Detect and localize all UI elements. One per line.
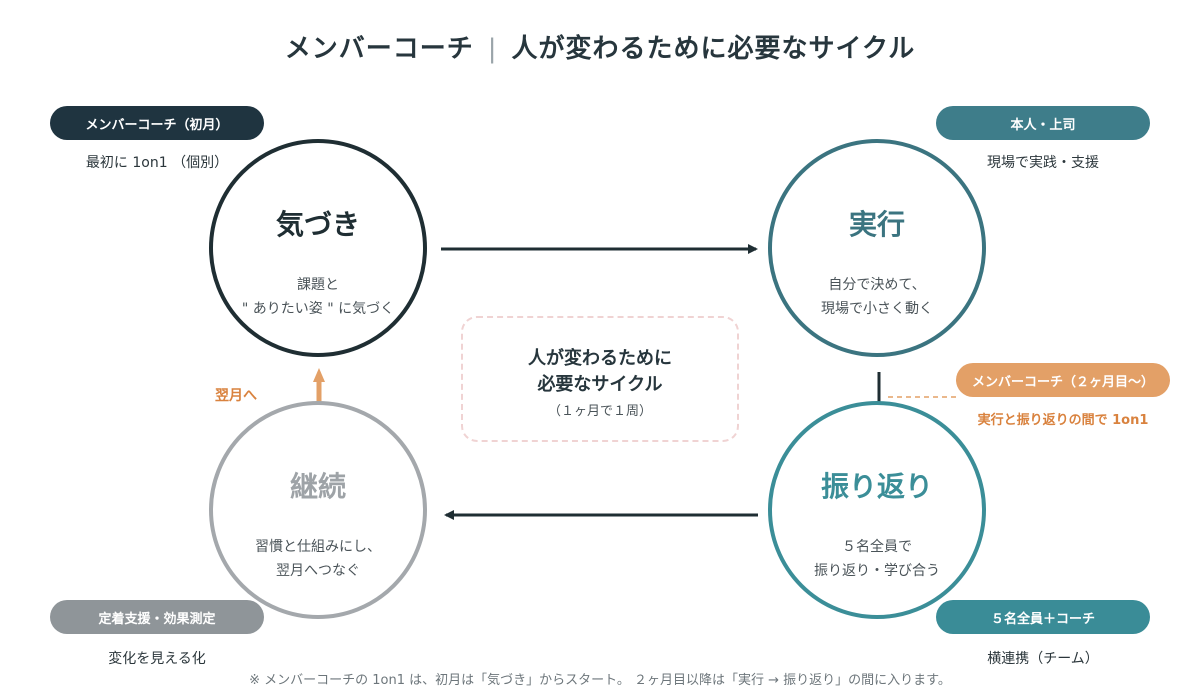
circle-kizuki: 気づき 課題と " ありたい姿 " に気づく [209,139,427,357]
pill-all-five-plus-coach: ５名全員＋コーチ [936,600,1150,634]
center-line3: （１ヶ月で１周） [547,404,652,419]
pill-member-coach-second-month: メンバーコーチ（２ヶ月目〜） [956,363,1170,397]
circle-kizuki-desc: 課題と " ありたい姿 " に気づく [213,273,423,321]
pill-member-coach-first-month: メンバーコーチ（初月） [50,106,264,140]
footnote: ※ メンバーコーチの 1on1 は、初月は「気づき」からスタート。 ２ヶ月目以降… [249,673,951,688]
circle-kizuki-line2: " ありたい姿 " に気づく [241,301,395,317]
center-line1: 人が変わるために [528,348,672,369]
circle-jikko: 実行 自分で決めて、 現場で小さく動く [768,139,986,357]
title-left: メンバーコーチ [284,34,474,64]
circle-jikko-line2: 現場で小さく動く [821,301,933,317]
note-visualize-change: 変化を見える化 [108,651,206,667]
pill-retention-support: 定着支援・効果測定 [50,600,264,634]
circle-furikaeri-line1: ５名全員で [842,539,912,555]
circle-jikko-title: 実行 [848,208,905,241]
page-title: メンバーコーチ | 人が変わるために必要なサイクル [0,28,1200,65]
title-right: 人が変わるために必要なサイクル [511,34,916,64]
circle-furikaeri-desc: ５名全員で 振り返り・学び合う [772,535,982,583]
note-1on1-between: 実行と振り返りの間で 1on1 [977,413,1149,428]
circle-keizoku-title: 継続 [289,470,346,503]
circle-jikko-desc: 自分で決めて、 現場で小さく動く [772,273,982,321]
pill-self-boss: 本人・上司 [936,106,1150,140]
circle-jikko-line1: 自分で決めて、 [828,277,926,293]
circle-furikaeri: 振り返り ５名全員で 振り返り・学び合う [768,401,986,619]
circle-keizoku: 継続 習慣と仕組みにし、 翌月へつなぐ [209,401,427,619]
center-line2: 必要なサイクル [537,374,663,395]
note-first-1on1: 最初に 1on1 （個別） [85,155,229,171]
next-month-label: 翌月へ [215,388,257,404]
circle-kizuki-title: 気づき [275,208,360,241]
circle-keizoku-desc: 習慣と仕組みにし、 翌月へつなぐ [213,535,423,583]
circle-keizoku-line2: 翌月へつなぐ [276,563,360,579]
circle-keizoku-line1: 習慣と仕組みにし、 [255,539,381,555]
center-summary-box: 人が変わるために 必要なサイクル （１ヶ月で１周） [461,316,739,442]
circle-furikaeri-title: 振り返り [820,470,933,503]
circle-furikaeri-line2: 振り返り・学び合う [814,563,940,579]
note-practice-support: 現場で実践・支援 [987,155,1099,171]
note-team-collab: 横連携（チーム） [987,651,1099,667]
title-separator: | [487,34,498,64]
circle-kizuki-line1: 課題と [297,277,339,293]
